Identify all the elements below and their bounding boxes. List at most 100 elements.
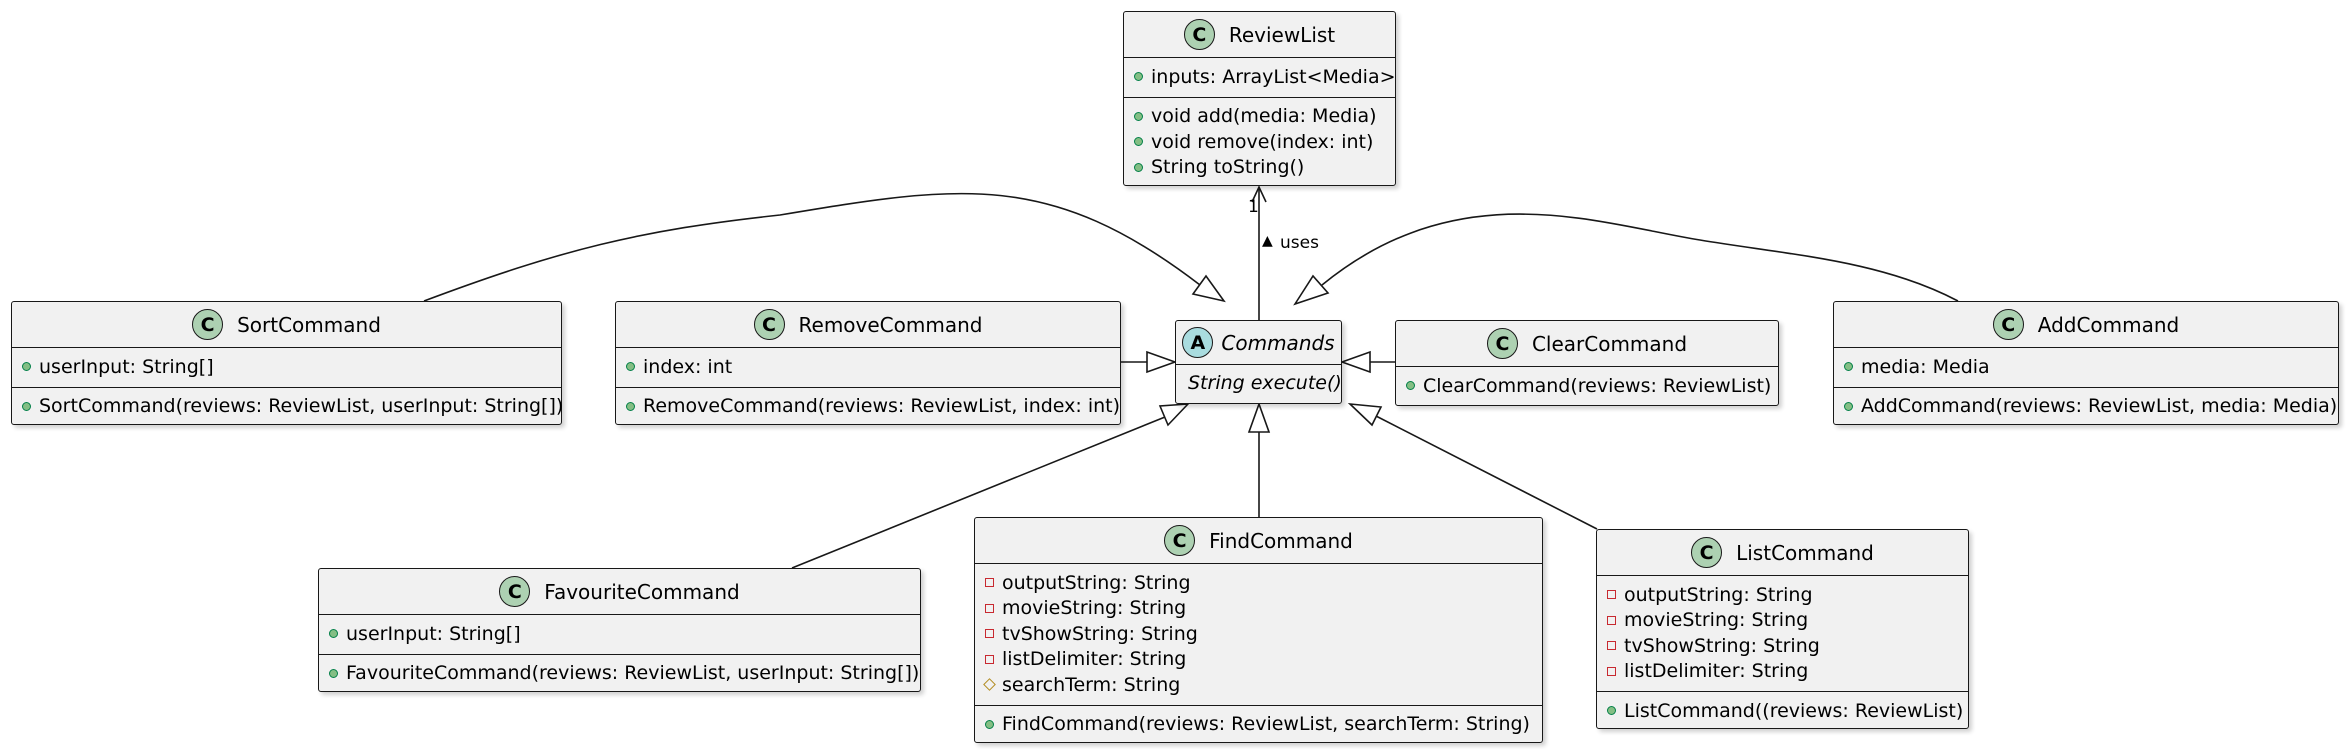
class-name: FavouriteCommand <box>544 579 740 604</box>
attribute-text: searchTerm: String <box>1002 673 1181 696</box>
method: void add(media: Media) <box>1134 104 1385 130</box>
attribute: movieString: String <box>985 596 1532 622</box>
attribute: outputString: String <box>1607 582 1958 608</box>
attribute: listDelimiter: String <box>985 647 1532 673</box>
class-find-command: C FindCommand outputString: String movie… <box>974 517 1543 743</box>
class-name: AddCommand <box>2037 312 2180 337</box>
sort-command-generalization-line <box>423 192 1201 302</box>
public-visibility-icon <box>329 668 338 678</box>
method-text: ClearCommand(reviews: ReviewList) <box>1423 374 1772 397</box>
method: SortCommand(reviews: ReviewList, userInp… <box>22 394 563 420</box>
private-visibility-icon <box>985 603 994 613</box>
attribute-text: tvShowString: String <box>1624 634 1820 657</box>
abstract-class-icon: A <box>1182 327 1214 358</box>
class-header: C SortCommand <box>12 302 561 348</box>
method-text: FindCommand(reviews: ReviewList, searchT… <box>1002 713 1530 736</box>
class-icon: C <box>192 309 224 340</box>
class-review-list: C ReviewList inputs: ArrayList<Media> vo… <box>1123 11 1396 186</box>
attributes-section: inputs: ArrayList<Media> <box>1124 58 1396 98</box>
list-command-generalization-line <box>1375 415 1598 530</box>
attribute-text: userInput: String[] <box>346 622 521 645</box>
attribute: listDelimiter: String <box>1607 659 1958 685</box>
attributes-section: outputString: String movieString: String… <box>1597 576 1968 692</box>
class-header: C ListCommand <box>1597 530 1968 576</box>
method-text: SortCommand(reviews: ReviewList, userInp… <box>39 395 564 418</box>
method-text: void add(media: Media) <box>1151 105 1377 128</box>
public-visibility-icon <box>626 362 635 372</box>
uses-arrowhead <box>1251 185 1267 203</box>
list-command-generalization-arrowhead <box>1347 402 1383 427</box>
add-command-generalization-arrowhead <box>1293 274 1330 306</box>
attribute-text: media: Media <box>1861 355 1990 378</box>
attributes-section: outputString: String movieString: String… <box>975 564 1542 706</box>
favourite-command-generalization-arrowhead <box>1158 403 1191 427</box>
attribute-text: index: int <box>643 355 733 378</box>
class-name: RemoveCommand <box>798 312 983 337</box>
add-command-generalization-line <box>1321 213 1959 302</box>
private-visibility-icon <box>985 629 994 639</box>
public-visibility-icon <box>626 401 635 411</box>
clear-command-generalization-arrowhead <box>1339 350 1371 374</box>
class-clear-command: C ClearCommand ClearCommand(reviews: Rev… <box>1395 320 1779 406</box>
class-commands: A Commands String execute() <box>1175 320 1342 404</box>
methods-section: String execute() <box>1176 365 1342 401</box>
sort-command-generalization-arrowhead <box>1191 274 1226 303</box>
attribute: tvShowString: String <box>985 621 1532 647</box>
attributes-section: media: Media <box>1834 348 2338 388</box>
attributes-section: userInput: String[] <box>12 348 561 388</box>
class-header: C AddCommand <box>1834 302 2338 348</box>
attribute: media: Media <box>1844 354 2328 380</box>
class-name: ClearCommand <box>1531 331 1688 356</box>
class-name: ListCommand <box>1736 540 1874 565</box>
attribute-text: movieString: String <box>1002 597 1187 620</box>
class-icon: C <box>1164 525 1196 556</box>
attribute: index: int <box>626 354 1110 380</box>
class-icon: C <box>1183 19 1215 50</box>
class-header: C FavouriteCommand <box>319 569 920 615</box>
method-text: String toString() <box>1151 156 1305 179</box>
methods-section: ListCommand((reviews: ReviewList) <box>1597 692 1968 731</box>
method: ListCommand((reviews: ReviewList) <box>1607 698 1963 724</box>
public-visibility-icon <box>1844 362 1853 372</box>
method: RemoveCommand(reviews: ReviewList, index… <box>626 394 1120 420</box>
attribute-text: listDelimiter: String <box>1002 648 1187 671</box>
class-icon: C <box>1691 537 1723 568</box>
method-text: FavouriteCommand(reviews: ReviewList, us… <box>346 662 920 685</box>
class-icon: C <box>753 309 785 340</box>
private-visibility-icon <box>1607 615 1616 625</box>
class-favourite-command: C FavouriteCommand userInput: String[] F… <box>318 568 921 692</box>
attributes-section: userInput: String[] <box>319 615 920 655</box>
class-name: ReviewList <box>1228 22 1336 47</box>
private-visibility-icon <box>985 578 994 588</box>
private-visibility-icon <box>1607 590 1616 600</box>
public-visibility-icon <box>1844 401 1853 411</box>
uses-direction-marker: ▲ <box>1262 233 1273 249</box>
method-text: ListCommand((reviews: ReviewList) <box>1624 699 1964 722</box>
attribute: userInput: String[] <box>329 621 910 647</box>
attribute-text: movieString: String <box>1624 609 1809 632</box>
method: FavouriteCommand(reviews: ReviewList, us… <box>329 661 919 687</box>
public-visibility-icon <box>1134 162 1143 172</box>
class-header: C FindCommand <box>975 518 1542 564</box>
method-text: AddCommand(reviews: ReviewList, media: M… <box>1861 395 2338 418</box>
class-sort-command: C SortCommand userInput: String[] SortCo… <box>11 301 563 427</box>
find-command-generalization-arrowhead <box>1247 401 1271 433</box>
methods-section: RemoveCommand(reviews: ReviewList, index… <box>616 388 1120 427</box>
class-name: Commands <box>1221 330 1335 355</box>
class-icon: C <box>1486 328 1518 359</box>
protected-visibility-icon <box>983 678 996 692</box>
method-text: RemoveCommand(reviews: ReviewList, index… <box>643 395 1121 418</box>
attribute: tvShowString: String <box>1607 633 1958 659</box>
public-visibility-icon <box>1134 137 1143 147</box>
attribute: outputString: String <box>985 570 1532 596</box>
attribute-text: tvShowString: String <box>1002 622 1198 645</box>
uses-label: uses <box>1280 233 1319 253</box>
methods-section: SortCommand(reviews: ReviewList, userInp… <box>12 388 563 427</box>
attribute-text: userInput: String[] <box>39 355 214 378</box>
private-visibility-icon <box>1607 641 1616 651</box>
method: ClearCommand(reviews: ReviewList) <box>1406 373 1772 399</box>
class-header: C RemoveCommand <box>616 302 1120 348</box>
methods-section: FindCommand(reviews: ReviewList, searchT… <box>975 706 1542 745</box>
public-visibility-icon <box>1134 72 1143 82</box>
